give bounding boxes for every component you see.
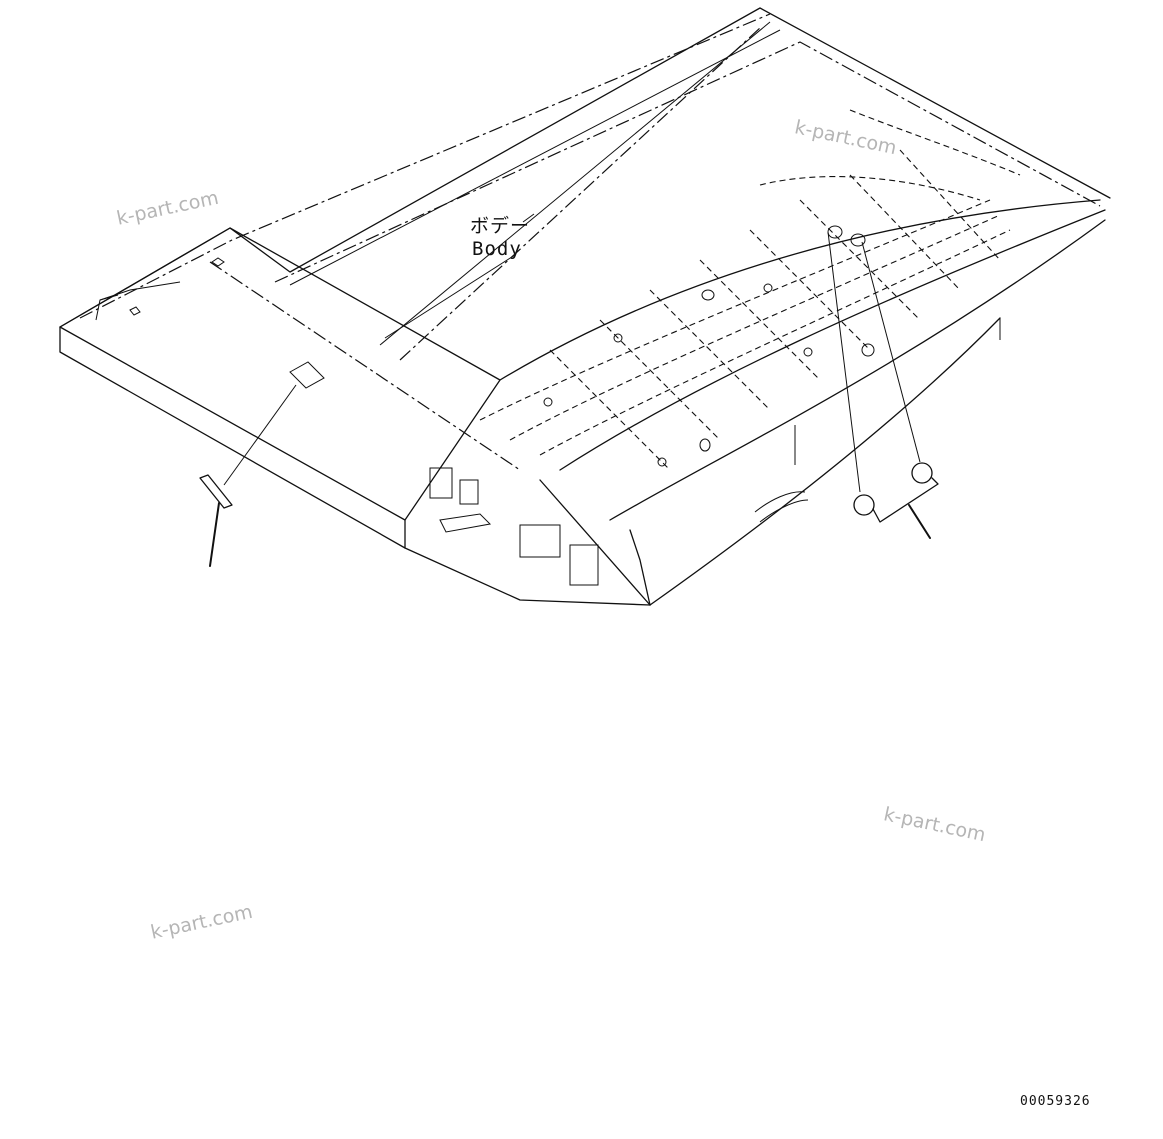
body-label-english: Body (472, 238, 522, 260)
front-plate (59, 227, 521, 549)
body-canopy (59, 7, 1111, 361)
body-label-leader (384, 213, 535, 339)
body-floor (404, 199, 1106, 606)
drawing-number: 00059326 (1020, 1094, 1091, 1109)
rear-decals (827, 225, 939, 539)
body-label-japanese: ボデー (470, 215, 531, 237)
body-brackets (429, 283, 875, 586)
front-decal (199, 361, 325, 567)
body-ribs (479, 109, 1021, 471)
